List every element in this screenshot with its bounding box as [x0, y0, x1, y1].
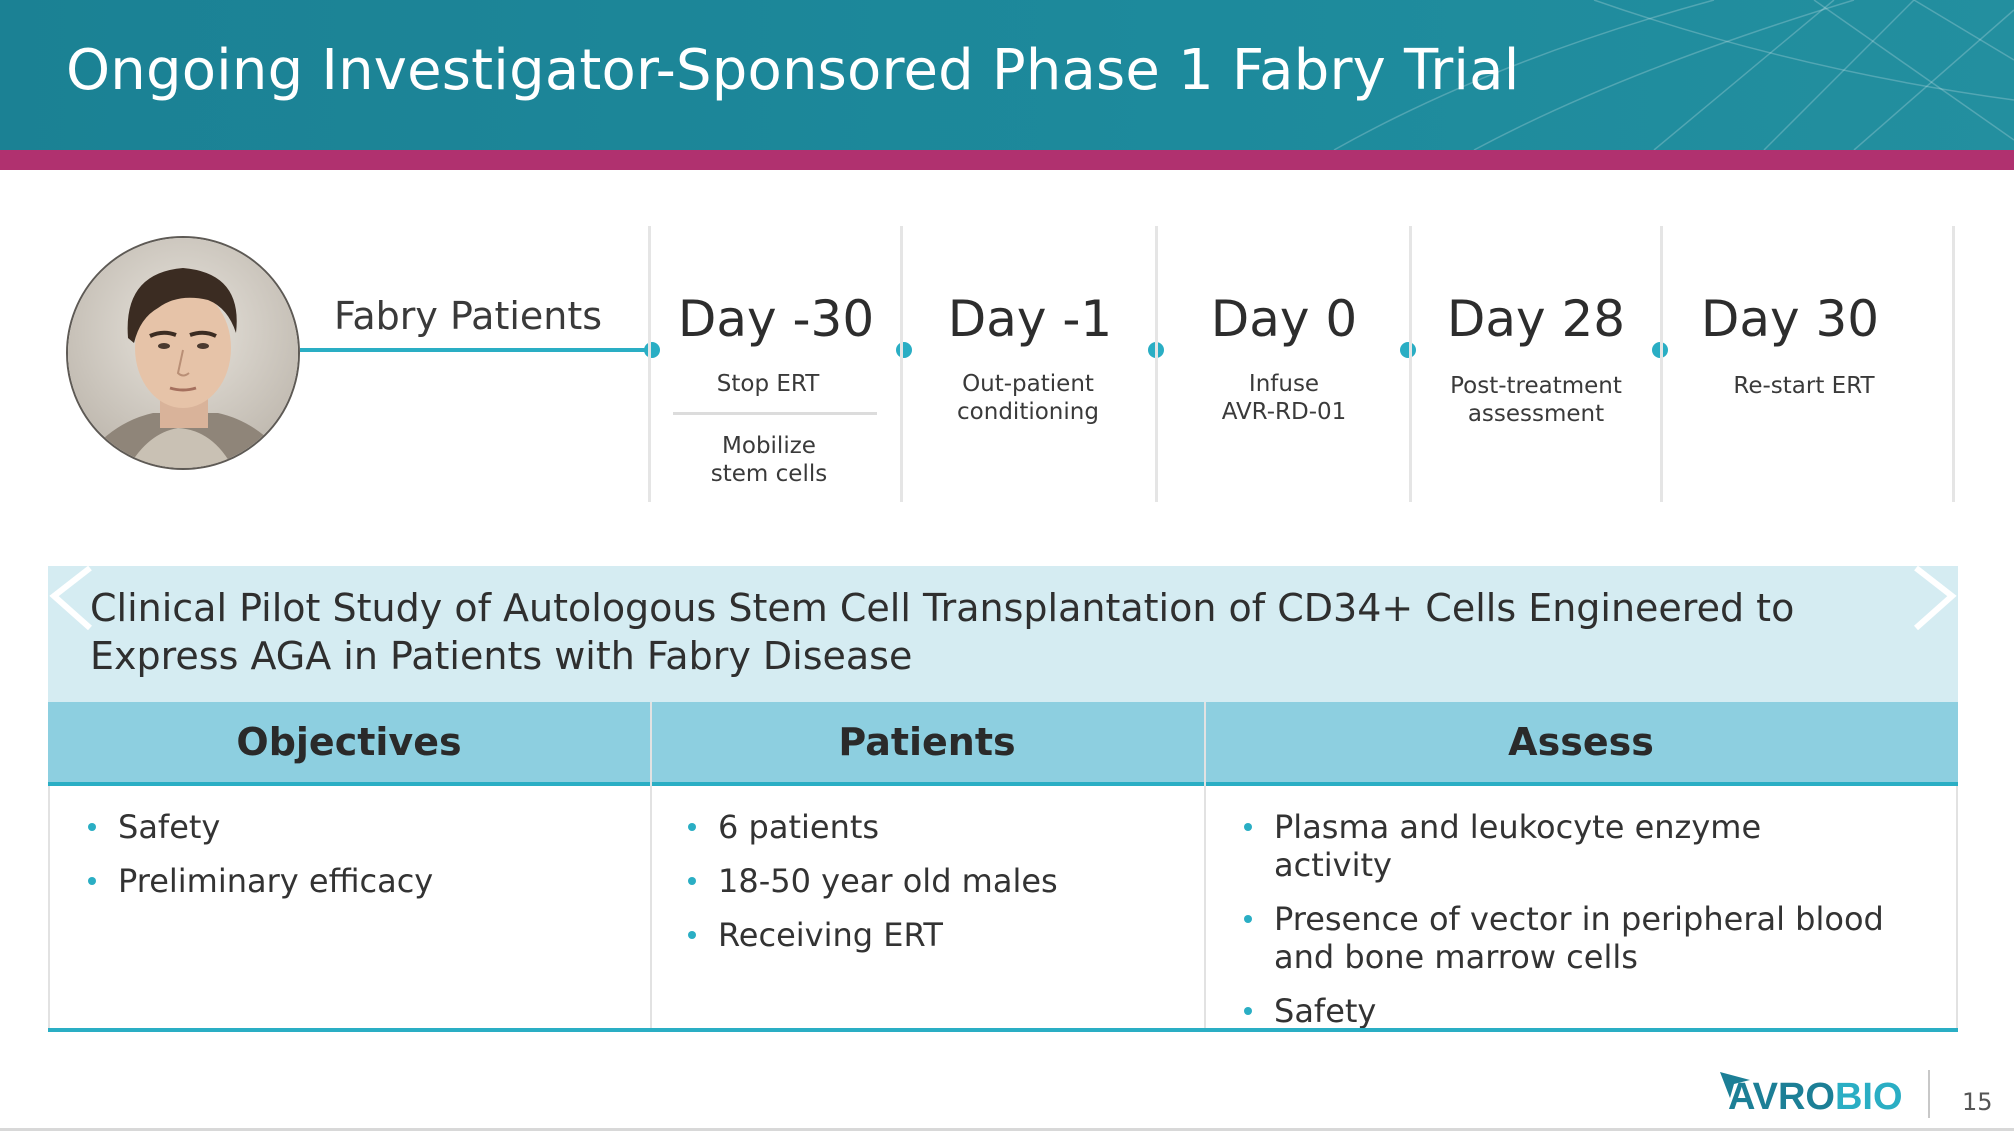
chevron-right-icon [1914, 566, 1957, 631]
step-mobilize: Mobilize stem cells [710, 433, 828, 487]
timeline-separator [1409, 226, 1412, 502]
list-item: Presence of vector in peripheral blood a… [1244, 900, 1884, 976]
table-header: Objectives Patients Assess [48, 702, 1958, 786]
day-30: Day 30 [1700, 290, 1880, 348]
page-title: Ongoing Investigator-Sponsored Phase 1 F… [66, 38, 1520, 103]
step-assessment: Post-treatment assessment [1450, 373, 1622, 427]
header-objectives: Objectives [236, 720, 462, 764]
chevron-left-icon [49, 566, 92, 631]
column-divider [1204, 702, 1206, 1030]
bullet-icon [1244, 915, 1252, 923]
bullet-icon [688, 823, 696, 831]
list-item: 18-50 year old males [688, 862, 1188, 900]
list-item: 6 patients [688, 808, 1188, 846]
timeline-separator [1155, 226, 1158, 502]
timeline-separator [900, 226, 903, 502]
patient-avatar [66, 236, 300, 470]
timeline-start-label: Fabry Patients [334, 294, 603, 338]
bullet-icon [1244, 823, 1252, 831]
study-banner: Clinical Pilot Study of Autologous Stem … [48, 566, 1958, 702]
accent-bar [0, 150, 2014, 170]
decorative-lines [1333, 0, 2014, 150]
timeline-dot [644, 342, 660, 358]
bottom-rule [0, 1128, 2014, 1131]
cell-patients: 6 patients 18-50 year old males Receivin… [688, 808, 1188, 970]
timeline-separator [648, 226, 651, 502]
step-infuse: Infuse AVR-RD-01 [1221, 371, 1347, 425]
step-divider [673, 412, 877, 415]
header-assess: Assess [1508, 720, 1654, 764]
day-0: Day 0 [1210, 290, 1358, 348]
header-patients: Patients [838, 720, 1016, 764]
step-conditioning: Out-patient conditioning [957, 371, 1099, 425]
page-number: 15 [1962, 1088, 1993, 1116]
timeline-dot [896, 342, 912, 358]
cell-assess: Plasma and leukocyte enzyme activity Pre… [1244, 808, 1884, 1046]
trial-table: Objectives Patients Assess Safety Prelim… [48, 702, 1958, 1032]
cell-objectives: Safety Preliminary efficacy [88, 808, 628, 916]
bullet-icon [88, 823, 96, 831]
list-item: Safety [88, 808, 628, 846]
bullet-icon [688, 877, 696, 885]
day-28: Day 28 [1446, 290, 1626, 348]
day-minus-30: Day -30 [677, 290, 875, 348]
timeline-separator [1660, 226, 1663, 502]
timeline-separator [1952, 226, 1955, 502]
step-restart-ert: Re-start ERT [1733, 373, 1875, 399]
table-body: Safety Preliminary efficacy 6 patients 1… [48, 786, 1958, 1030]
bullet-icon [688, 931, 696, 939]
logo-arrow-icon [1720, 1072, 1750, 1098]
list-item: Receiving ERT [688, 916, 1188, 954]
list-item: Safety [1244, 992, 1884, 1030]
list-item: Preliminary efficacy [88, 862, 628, 900]
study-title: Clinical Pilot Study of Autologous Stem … [90, 586, 1795, 678]
bullet-icon [1244, 1007, 1252, 1015]
avrobio-logo: AVROBIO [1718, 1070, 1903, 1120]
footer-divider [1928, 1070, 1930, 1118]
table-bottom-border [48, 1028, 1958, 1032]
column-divider [650, 702, 652, 1030]
timeline-line [300, 348, 652, 352]
day-minus-1: Day -1 [947, 290, 1113, 348]
timeline-dot [1400, 342, 1416, 358]
bullet-icon [88, 877, 96, 885]
step-stop-ert: Stop ERT [716, 371, 820, 397]
header-band: Ongoing Investigator-Sponsored Phase 1 F… [0, 0, 2014, 150]
list-item: Plasma and leukocyte enzyme activity [1244, 808, 1884, 884]
